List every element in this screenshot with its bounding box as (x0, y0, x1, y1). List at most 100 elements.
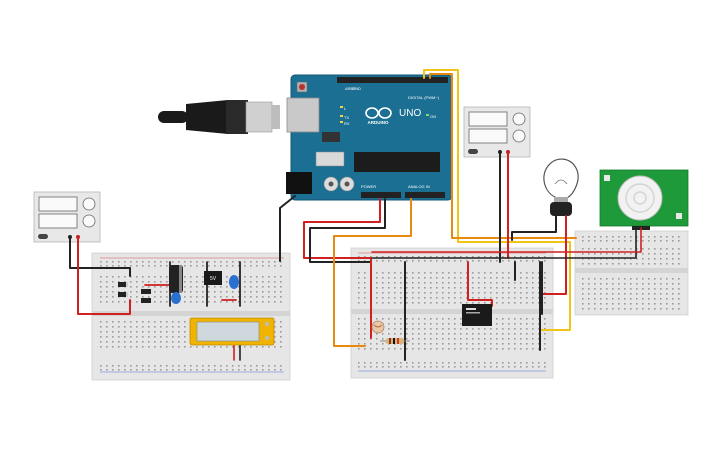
breadboard-hole (154, 346, 156, 348)
breadboard-hole (388, 297, 390, 299)
breadboard-hole (532, 338, 534, 340)
breadboard-hole (594, 303, 596, 305)
breadboard-hole (202, 281, 204, 283)
breadboard-hole (520, 282, 522, 284)
breadboard-hole (280, 369, 282, 371)
breadboard-hole (678, 308, 680, 310)
breadboard-hole (268, 286, 270, 288)
breadboard-hole (508, 362, 510, 364)
breadboard-hole (190, 296, 192, 298)
breadboard-hole (184, 341, 186, 343)
breadboard-hole (582, 298, 584, 300)
breadboard-hole (358, 343, 360, 345)
breadboard-hole (190, 276, 192, 278)
breadboard-hole (582, 263, 584, 265)
breadboard-hole (280, 296, 282, 298)
breadboard-hole (538, 260, 540, 262)
breadboard-hole (636, 308, 638, 310)
breadboard-hole (678, 240, 680, 242)
breadboard-hole (148, 276, 150, 278)
breadboard-hole (496, 323, 498, 325)
breadboard-hole (100, 346, 102, 348)
breadboard-hole (436, 328, 438, 330)
breadboard-hole (364, 302, 366, 304)
breadboard-hole (618, 303, 620, 305)
breadboard-hole (538, 302, 540, 304)
breadboard-hole (394, 323, 396, 325)
breadboard-hole (388, 256, 390, 258)
breadboard-hole (370, 348, 372, 350)
breadboard-hole (382, 366, 384, 368)
breadboard-hole (448, 362, 450, 364)
breadboard-hole (196, 291, 198, 293)
breadboard-hole (400, 272, 402, 274)
breadboard-hole (154, 336, 156, 338)
breadboard-hole (406, 343, 408, 345)
breadboard-hole (490, 328, 492, 330)
breadboard-hole (520, 338, 522, 340)
breadboard-hole (232, 261, 234, 263)
breadboard-hole (406, 323, 408, 325)
breadboard-hole (262, 301, 264, 303)
breadboard-hole (514, 297, 516, 299)
breadboard-hole (406, 333, 408, 335)
breadboard-hole (660, 278, 662, 280)
breadboard-hole (624, 308, 626, 310)
breadboard-hole (600, 283, 602, 285)
breadboard-hole (654, 308, 656, 310)
breadboard-hole (166, 276, 168, 278)
breadboard-hole (490, 256, 492, 258)
breadboard-hole (430, 348, 432, 350)
breadboard-hole (226, 261, 228, 263)
breadboard-hole (178, 331, 180, 333)
breadboard-hole (672, 236, 674, 238)
breadboard-hole (118, 365, 120, 367)
breadboard-hole (250, 261, 252, 263)
breadboard-hole (478, 302, 480, 304)
breadboard-hole (442, 256, 444, 258)
breadboard-hole (430, 302, 432, 304)
breadboard-hole (648, 303, 650, 305)
breadboard-hole (130, 346, 132, 348)
breadboard-hole (124, 265, 126, 267)
breadboard-hole (220, 365, 222, 367)
breadboard-hole (436, 260, 438, 262)
breadboard-hole (460, 272, 462, 274)
breadboard-hole (654, 258, 656, 260)
breadboard-hole (100, 341, 102, 343)
breadboard-hole (280, 326, 282, 328)
breadboard-hole (582, 303, 584, 305)
breadboard-hole (508, 323, 510, 325)
breadboard-hole (514, 302, 516, 304)
breadboard-hole (154, 265, 156, 267)
breadboard-hole (472, 277, 474, 279)
breadboard-hole (436, 302, 438, 304)
breadboard-hole (118, 276, 120, 278)
light-bulb-icon (543, 158, 579, 216)
breadboard-hole (214, 291, 216, 293)
breadboard-hole (526, 338, 528, 340)
breadboard-hole (490, 333, 492, 335)
breadboard-hole (436, 348, 438, 350)
breadboard-hole (424, 333, 426, 335)
breadboard-hole (100, 296, 102, 298)
breadboard-hole (660, 298, 662, 300)
breadboard-hole (490, 287, 492, 289)
breadboard-hole (142, 369, 144, 371)
breadboard-hole (588, 298, 590, 300)
breadboard-hole (544, 323, 546, 325)
breadboard-hole (142, 336, 144, 338)
breadboard-hole (666, 263, 668, 265)
relay-module (462, 304, 492, 326)
breadboard-hole (424, 302, 426, 304)
breadboard-hole (672, 278, 674, 280)
breadboard-hole (130, 291, 132, 293)
breadboard-hole (526, 318, 528, 320)
breadboard-hole (600, 303, 602, 305)
breadboard-hole (532, 362, 534, 364)
breadboard-hole (376, 272, 378, 274)
breadboard-hole (582, 288, 584, 290)
breadboard-hole (466, 297, 468, 299)
breadboard-hole (678, 298, 680, 300)
breadboard-hole (472, 282, 474, 284)
